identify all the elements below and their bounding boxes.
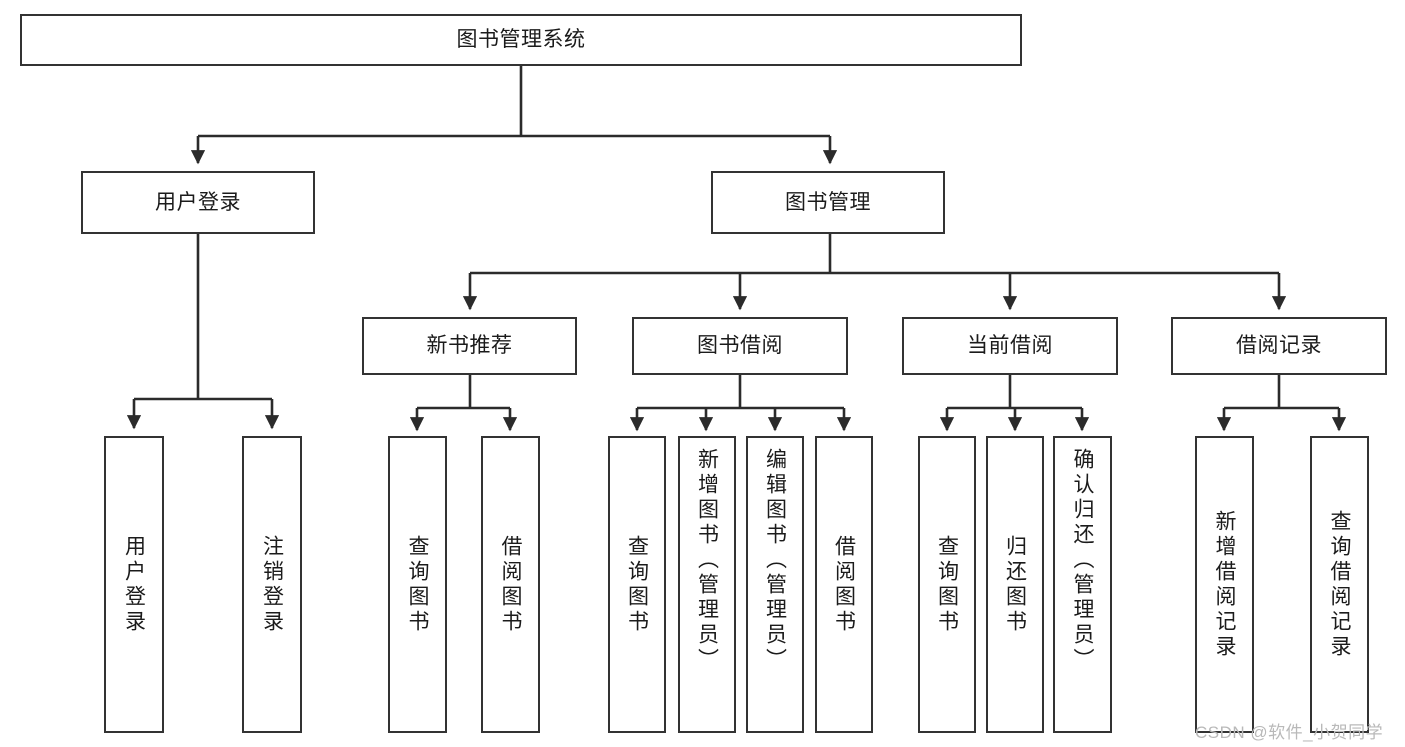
node-root-system[interactable]: 图书管理系统 — [20, 14, 1022, 66]
node-book-manage[interactable]: 图书管理 — [711, 171, 945, 234]
node-leaf-add-borrow-record[interactable]: 新增借阅记录 — [1195, 436, 1254, 733]
node-label: 新增图书（管理员） — [695, 448, 719, 673]
node-label: 查询图书 — [625, 534, 649, 635]
node-label: 图书管理 — [785, 190, 871, 214]
node-user-login[interactable]: 用户登录 — [81, 171, 315, 234]
node-label: 新书推荐 — [426, 334, 513, 358]
node-label: 确认归还（管理员） — [1071, 448, 1094, 673]
node-leaf-query-book-current[interactable]: 查询图书 — [918, 436, 976, 733]
node-label: 查询借阅记录 — [1328, 509, 1351, 660]
node-label: 借阅图书 — [499, 534, 522, 635]
node-leaf-user-logout[interactable]: 注销登录 — [242, 436, 302, 733]
node-leaf-borrow-book[interactable]: 借阅图书 — [815, 436, 873, 733]
node-book-borrow[interactable]: 图书借阅 — [632, 317, 848, 375]
node-current-borrow[interactable]: 当前借阅 — [902, 317, 1118, 375]
node-leaf-borrow-book-rec[interactable]: 借阅图书 — [481, 436, 540, 733]
node-leaf-query-book-rec[interactable]: 查询图书 — [388, 436, 447, 733]
node-label: 注销登录 — [260, 534, 284, 635]
node-label: 新增借阅记录 — [1213, 509, 1236, 660]
node-label: 当前借阅 — [967, 334, 1053, 358]
node-label: 借阅图书 — [832, 534, 856, 635]
node-leaf-user-login[interactable]: 用户登录 — [104, 436, 164, 733]
node-new-book-recommend[interactable]: 新书推荐 — [362, 317, 577, 375]
node-label: 图书借阅 — [697, 334, 783, 358]
node-label: 编辑图书（管理员） — [763, 448, 787, 673]
csdn-watermark: CSDN @软件_小贺同学 — [1195, 723, 1384, 742]
node-leaf-add-book-admin[interactable]: 新增图书（管理员） — [678, 436, 736, 733]
node-leaf-confirm-return-admin[interactable]: 确认归还（管理员） — [1053, 436, 1112, 733]
node-leaf-return-book[interactable]: 归还图书 — [986, 436, 1044, 733]
node-label: 用户登录 — [122, 534, 146, 635]
node-label: 借阅记录 — [1236, 334, 1322, 358]
node-leaf-query-borrow-record[interactable]: 查询借阅记录 — [1310, 436, 1369, 733]
node-label: 用户登录 — [155, 190, 241, 214]
node-borrow-record[interactable]: 借阅记录 — [1171, 317, 1387, 375]
node-label: 查询图书 — [935, 534, 959, 635]
node-leaf-edit-book-admin[interactable]: 编辑图书（管理员） — [746, 436, 804, 733]
node-label: 查询图书 — [406, 534, 429, 635]
node-label: 归还图书 — [1003, 534, 1027, 635]
node-label: 图书管理系统 — [456, 28, 586, 52]
node-leaf-query-book-borrow[interactable]: 查询图书 — [608, 436, 666, 733]
